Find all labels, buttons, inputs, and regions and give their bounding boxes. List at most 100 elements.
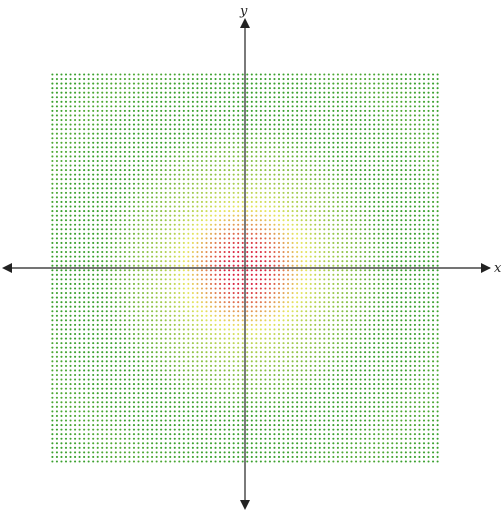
- data-point: [196, 96, 199, 99]
- data-point: [137, 419, 140, 422]
- data-point: [123, 310, 126, 313]
- data-point: [137, 355, 140, 358]
- data-point: [250, 401, 253, 404]
- data-point: [205, 105, 208, 108]
- data-point: [309, 355, 312, 358]
- data-point: [123, 187, 126, 190]
- data-point: [187, 228, 190, 231]
- data-point: [228, 173, 231, 176]
- data-point: [164, 351, 167, 354]
- data-point: [264, 433, 267, 436]
- data-point: [151, 305, 154, 308]
- data-point: [105, 296, 108, 299]
- data-point: [259, 109, 262, 112]
- data-point: [155, 237, 158, 240]
- data-point: [83, 82, 86, 85]
- data-point: [64, 310, 68, 313]
- data-point: [209, 159, 213, 163]
- data-point: [273, 342, 276, 345]
- data-point: [268, 291, 271, 295]
- data-point: [178, 137, 181, 140]
- data-point: [232, 455, 235, 459]
- data-point: [237, 159, 240, 163]
- data-point: [146, 296, 149, 299]
- data-point: [273, 232, 276, 235]
- data-point: [187, 305, 190, 308]
- data-point: [255, 373, 258, 377]
- data-point: [164, 346, 167, 349]
- data-point: [123, 383, 126, 386]
- data-point: [151, 378, 154, 381]
- data-point: [132, 405, 136, 408]
- data-point: [114, 383, 117, 386]
- data-point: [232, 228, 235, 231]
- data-point: [305, 410, 308, 413]
- data-point: [287, 383, 290, 386]
- data-point: [155, 455, 158, 459]
- data-point: [223, 319, 226, 322]
- data-point: [191, 237, 194, 240]
- data-point: [128, 82, 131, 85]
- data-point: [228, 346, 231, 349]
- data-point: [196, 205, 199, 208]
- data-point: [92, 328, 95, 331]
- data-point: [200, 414, 203, 418]
- data-point: [264, 251, 267, 254]
- data-point: [309, 364, 312, 367]
- data-point: [273, 392, 276, 395]
- data-point: [160, 328, 163, 331]
- data-point: [114, 460, 117, 463]
- data-point: [55, 396, 58, 399]
- data-point: [241, 82, 244, 85]
- data-point: [305, 264, 308, 267]
- data-point: [287, 123, 290, 126]
- data-point: [273, 196, 276, 199]
- data-point: [264, 291, 267, 295]
- data-point: [255, 446, 258, 449]
- data-point: [101, 237, 104, 240]
- data-point: [237, 82, 240, 85]
- data-point: [187, 351, 190, 354]
- data-point: [277, 451, 281, 454]
- data-point: [309, 310, 312, 313]
- data-point: [237, 378, 240, 381]
- data-point: [273, 132, 276, 135]
- data-point: [96, 255, 99, 258]
- data-point: [287, 378, 290, 381]
- data-point: [114, 260, 117, 263]
- data-point: [309, 301, 312, 304]
- data-point: [268, 109, 271, 112]
- data-point: [123, 314, 126, 317]
- data-point: [282, 433, 285, 436]
- data-point: [132, 369, 136, 372]
- data-point: [92, 369, 95, 372]
- data-point: [132, 460, 136, 463]
- data-point: [246, 232, 249, 235]
- data-point: [178, 405, 181, 408]
- data-point: [191, 273, 194, 276]
- data-point: [250, 392, 253, 395]
- data-point: [87, 273, 90, 276]
- data-point: [196, 383, 199, 386]
- data-point: [119, 278, 122, 281]
- data-point: [83, 87, 86, 90]
- data-point: [101, 246, 104, 249]
- data-point: [246, 264, 249, 267]
- data-point: [282, 342, 285, 345]
- data-point: [123, 273, 126, 276]
- data-point: [64, 241, 68, 245]
- data-point: [296, 269, 299, 272]
- data-point: [264, 196, 267, 199]
- data-point: [277, 337, 281, 340]
- data-point: [146, 314, 149, 317]
- data-point: [228, 187, 231, 190]
- data-point: [105, 323, 108, 326]
- data-point: [232, 78, 235, 81]
- data-point: [182, 392, 185, 395]
- data-point: [232, 364, 235, 367]
- data-point: [101, 323, 104, 326]
- data-point: [300, 351, 303, 354]
- data-point: [151, 301, 154, 304]
- data-point: [232, 146, 235, 149]
- data-point: [259, 191, 262, 194]
